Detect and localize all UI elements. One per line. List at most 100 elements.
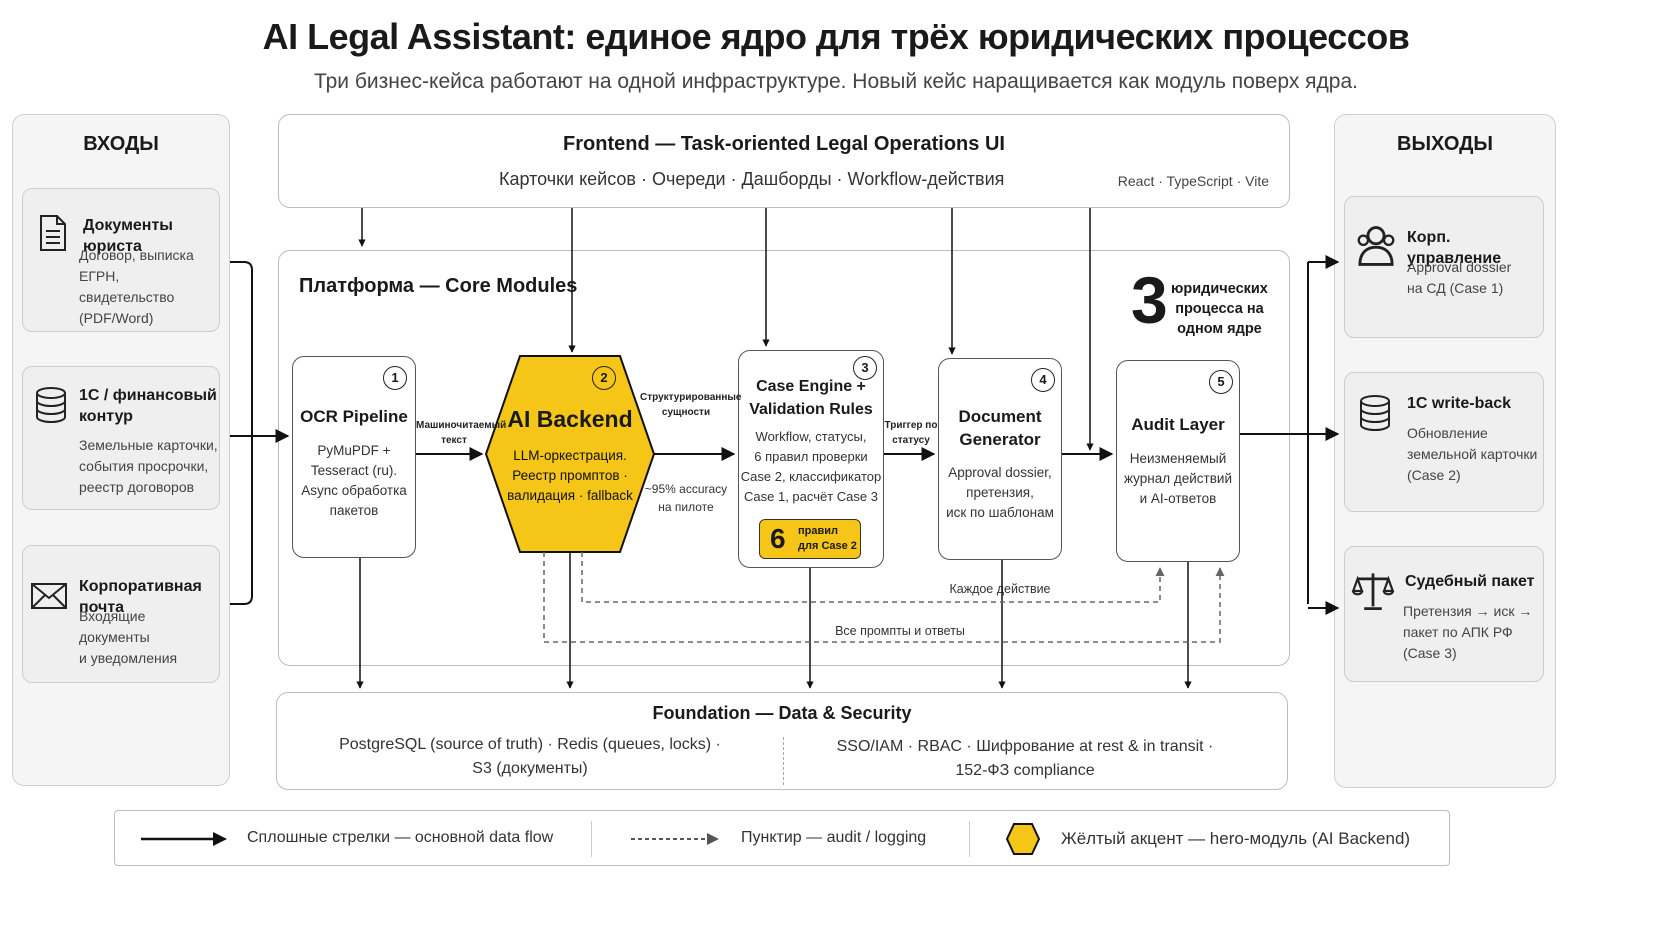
text-line: PostgreSQL (source of truth) · Redis (qu… xyxy=(339,736,721,753)
text-line: и AI-ответов xyxy=(1139,491,1217,506)
text-line: статусу xyxy=(892,435,930,446)
input-card-text: Входящие документы и уведомления xyxy=(79,606,219,669)
mail-icon xyxy=(31,583,67,609)
input-card-documents: Документы юриста Договор, выписка ЕГРН, … xyxy=(22,188,220,332)
text-line: Претензия → иск → xyxy=(1403,603,1533,619)
text-line: сущности xyxy=(661,407,711,418)
text-line: контур xyxy=(79,408,133,425)
module-ai-backend: 2 AI Backend LLM-оркестрация. Реестр про… xyxy=(486,356,654,552)
diagram-subtitle: Три бизнес-кейса работают на одной инфра… xyxy=(313,70,1359,93)
text-line: (Case 3) xyxy=(1403,645,1457,661)
module-text: Workflow, статусы, 6 правил проверки Cas… xyxy=(739,427,883,507)
text-line: (Case 2) xyxy=(1407,467,1461,483)
module-title: AI Backend xyxy=(507,406,633,432)
input-card-mail: Корпоративная почта Входящие документы и… xyxy=(22,545,220,683)
output-card-court: Судебный пакет Претензия → иск → пакет п… xyxy=(1344,546,1544,682)
module-number: 4 xyxy=(1031,368,1055,392)
text-line: процесса на xyxy=(1175,301,1264,317)
module-title: Audit Layer xyxy=(1131,415,1225,434)
label-accuracy: ~95% accuracy на пилоте xyxy=(640,480,732,516)
platform-stat-number: 3 xyxy=(1131,263,1168,337)
module-text: LLM-оркестрация. Реестр промптов · валид… xyxy=(486,446,654,506)
module-document-generator: 4 Document Generator Approval dossier, п… xyxy=(938,358,1062,560)
legend-divider xyxy=(591,821,592,857)
text-line: (PDF/Word) xyxy=(79,310,154,326)
output-card-title: 1С write-back xyxy=(1407,395,1512,412)
module-title: Case Engine + Validation Rules xyxy=(739,375,883,421)
legend-dashed-text: Пунктир — audit / logging xyxy=(741,829,927,846)
rules-badge-text: правил для Case 2 xyxy=(798,524,857,554)
outputs-title: ВЫХОДЫ xyxy=(1397,133,1493,155)
output-card-title: Корп. управление xyxy=(1407,229,1502,267)
text-line: пакетов xyxy=(329,503,379,518)
text-line: Case 1, расчёт Case 3 xyxy=(744,489,878,504)
label-all-prompts: Все промпты и ответы xyxy=(835,624,965,638)
text-line: одном ядре xyxy=(1177,321,1262,337)
output-card-text: Обновление земельной карточки (Case 2) xyxy=(1407,423,1537,486)
label-every-action: Каждое действие xyxy=(949,582,1051,596)
text-line: Договор, выписка ЕГРН, xyxy=(79,247,194,284)
module-text: Approval dossier, претензия, иск по шабл… xyxy=(939,463,1061,523)
module-title: OCR Pipeline xyxy=(300,407,408,426)
platform-title: Платформа — Core Modules xyxy=(299,275,578,297)
module-number: 5 xyxy=(1209,370,1233,394)
module-number: 2 xyxy=(592,366,616,390)
text-line: события просрочки, xyxy=(79,458,209,474)
text-line: валидация · fallback xyxy=(507,488,633,503)
input-card-title: 1С / финансовый контур xyxy=(79,385,217,427)
legend-divider xyxy=(969,821,970,857)
text-line: на пилоте xyxy=(658,500,714,514)
output-card-1c-writeback: 1С write-back Обновление земельной карто… xyxy=(1344,372,1544,512)
module-text: Неизменяемый журнал действий и AI-ответо… xyxy=(1117,449,1239,509)
module-number: 1 xyxy=(383,366,407,390)
text-line: на СД (Case 1) xyxy=(1407,280,1504,296)
label-structured-entities: Структурированные сущности xyxy=(640,390,742,420)
frontend-items: Карточки кейсов · Очереди · Дашборды · W… xyxy=(499,169,1005,189)
legend-hexagon-icon xyxy=(1005,823,1041,855)
text-line: Approval dossier xyxy=(1407,259,1512,275)
legend-solid-arrow xyxy=(141,832,227,846)
label-machine-readable-text: Машиночитаемый текст xyxy=(416,418,506,448)
database-icon xyxy=(1360,395,1390,432)
output-card-title: Судебный пакет xyxy=(1405,573,1535,590)
text-line: Async обработка xyxy=(301,483,407,498)
text-line: Case 2, классификатор xyxy=(740,469,882,484)
text-line: Обновление xyxy=(1407,425,1488,441)
text-line: PyMuPDF + xyxy=(317,443,391,458)
text-line: земельной карточки xyxy=(1407,446,1538,462)
text-line: Реестр промптов · xyxy=(512,468,628,483)
label-status-trigger: Триггер по статусу xyxy=(884,418,938,448)
input-card-text: Земельные карточки, события просрочки, р… xyxy=(79,435,218,498)
module-title: Document Generator xyxy=(939,405,1061,451)
text-line: иск по шаблонам xyxy=(946,505,1054,520)
text-line: 6 правил проверки xyxy=(754,449,868,464)
output-card-governance: Корп. управление Approval dossier на СД … xyxy=(1344,196,1544,338)
rules-badge: 6 правил для Case 2 xyxy=(759,519,861,559)
text-line: S3 (документы) xyxy=(472,760,588,777)
text-line: претензия, xyxy=(966,485,1034,500)
text-line: Validation Rules xyxy=(749,401,873,418)
output-card-text: Approval dossier на СД (Case 1) xyxy=(1407,257,1511,299)
text-line: 1С / финансовый xyxy=(79,387,217,404)
text-line: для Case 2 xyxy=(798,540,857,552)
text-line: Tesseract (ru). xyxy=(310,463,398,478)
diagram-title: AI Legal Assistant: единое ядро для трёх… xyxy=(262,16,1410,57)
legend-solid-text: Сплошные стрелки — основной data flow xyxy=(247,829,554,846)
text-line: Case Engine + xyxy=(756,378,866,395)
text-line: текст xyxy=(441,435,467,446)
text-line: 152-ФЗ compliance xyxy=(955,762,1095,779)
inputs-title: ВХОДЫ xyxy=(83,133,159,155)
input-card-title: Документы юриста xyxy=(83,217,173,255)
text-line: Структурированные xyxy=(640,392,742,403)
text-line: Триггер по xyxy=(884,420,938,431)
module-audit-layer: 5 Audit Layer Неизменяемый журнал действ… xyxy=(1116,360,1240,562)
text-line: и уведомления xyxy=(79,650,178,666)
text-line: юридических xyxy=(1171,281,1268,297)
platform-stat-text: юридических процесса на одном ядре xyxy=(1171,279,1268,339)
module-ocr-pipeline: 1 OCR Pipeline PyMuPDF + Tesseract (ru).… xyxy=(292,356,416,558)
users-icon xyxy=(1357,226,1395,266)
document-icon xyxy=(40,215,66,251)
input-card-title: Корпоративная почта xyxy=(79,578,202,616)
text-line: правил xyxy=(798,525,838,537)
text-line: реестр договоров xyxy=(79,479,195,495)
